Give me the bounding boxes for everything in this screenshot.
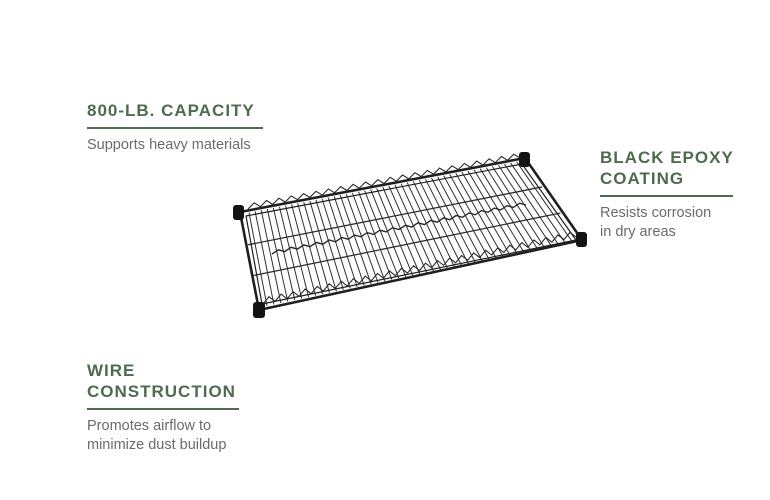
- feature-divider: [87, 408, 239, 410]
- shelf-wire: [327, 197, 358, 288]
- shelf-wire: [406, 182, 448, 269]
- shelf-corner-collars: [233, 152, 587, 318]
- shelf-wire: [279, 206, 303, 299]
- feature-description: Supports heavy materials: [87, 137, 251, 153]
- feature-divider: [600, 195, 733, 197]
- feature-title: WIRE CONSTRUCTION: [87, 361, 236, 401]
- shelf-wire: [425, 178, 469, 264]
- shelf-wire: [376, 188, 414, 276]
- shelf-wire: [485, 167, 538, 250]
- shelf-wire: [345, 193, 379, 283]
- shelf-wire: [431, 177, 476, 263]
- feature-title: BLACK EPOXY COATING: [600, 148, 734, 188]
- shelf-wire: [285, 205, 310, 298]
- shelf-wire-grid: [247, 161, 573, 307]
- corner-collar-back-right: [519, 152, 530, 167]
- shelf-wire: [400, 183, 441, 270]
- shelf-wire: [254, 211, 275, 305]
- feature-description: Resists corrosion in dry areas: [600, 205, 712, 240]
- shelf-wire: [272, 207, 296, 301]
- shelf-wire: [467, 170, 518, 254]
- shelf-wire: [370, 189, 407, 277]
- shelf-wire: [364, 190, 400, 279]
- shelf-wire: [315, 199, 344, 291]
- shelf-wire: [382, 187, 420, 274]
- shelf-truss-front: [262, 231, 577, 305]
- shelf-inner-frame: [245, 163, 578, 305]
- shelf-wire: [303, 201, 330, 293]
- shelf-wire: [412, 181, 455, 267]
- shelf-wire: [516, 161, 573, 242]
- shelf-wire: [358, 191, 393, 280]
- shelf-wire: [291, 204, 316, 296]
- feature-coating: BLACK EPOXY COATING Resists corrosion in…: [600, 147, 734, 242]
- shelf-wire: [449, 174, 497, 258]
- feature-construction: WIRE CONSTRUCTION Promotes airflow to mi…: [87, 360, 239, 455]
- feature-capacity: 800-LB. CAPACITY Supports heavy material…: [87, 100, 263, 155]
- shelf-wire: [461, 172, 511, 256]
- shelf-wire: [266, 208, 289, 302]
- shelf-wire: [388, 185, 427, 273]
- feature-title: 800-LB. CAPACITY: [87, 101, 255, 120]
- shelf-wire: [473, 169, 525, 253]
- shelf-cross-wire: [247, 186, 543, 246]
- shelf-wire: [498, 165, 552, 247]
- feature-divider: [87, 127, 263, 129]
- shelf-wire: [309, 200, 337, 292]
- shelf-truss-back: [247, 153, 521, 210]
- shelf-wire: [443, 175, 490, 260]
- shelf-wire: [504, 163, 559, 245]
- shelf-wire: [510, 162, 566, 244]
- shelf-support-bar: [271, 202, 527, 255]
- shelf-wire: [321, 198, 351, 289]
- shelf-wire: [479, 168, 531, 251]
- corner-collar-front-right: [576, 232, 587, 247]
- shelf-wire: [297, 203, 323, 295]
- feature-description: Promotes airflow to minimize dust buildu…: [87, 418, 227, 453]
- shelf-wire: [339, 195, 372, 285]
- shelf-wire: [352, 192, 386, 282]
- shelf-cross-wire: [253, 212, 561, 277]
- corner-collar-back-left: [233, 205, 244, 220]
- shelf-wire: [437, 176, 483, 261]
- shelf-wire: [260, 210, 282, 304]
- shelf-wire: [248, 212, 268, 307]
- shelf-wire: [455, 173, 504, 257]
- shelf-wire: [333, 196, 365, 286]
- corner-collar-front-left: [253, 302, 265, 318]
- shelf-wire: [394, 184, 434, 272]
- shelf-wire: [419, 180, 462, 266]
- shelf-wire: [492, 166, 545, 248]
